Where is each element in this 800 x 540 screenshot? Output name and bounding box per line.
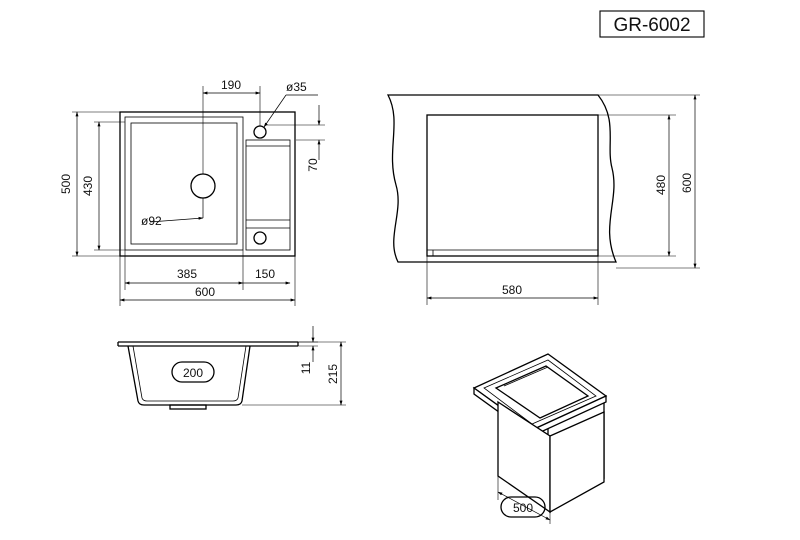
dim-drain: ø92 xyxy=(141,214,162,228)
dim-drainer-width: 150 xyxy=(255,267,275,281)
iso-cutout xyxy=(494,365,590,419)
dim-bowl-width: 385 xyxy=(177,267,197,281)
dim-width-total: 600 xyxy=(195,285,215,299)
dim-drainer-offset: 70 xyxy=(306,158,320,172)
cabinet-view: 480 600 580 xyxy=(386,94,700,305)
model-title: GR-6002 xyxy=(599,10,705,38)
dim-cabinet-min: 500 xyxy=(513,501,533,515)
model-code: GR-6002 xyxy=(613,15,690,36)
dim-depth: 215 xyxy=(326,364,340,384)
iso-view: 500 xyxy=(472,353,608,524)
cutout-opening xyxy=(426,114,599,257)
top-view: 190 ø35 500 430 70 ø92 385 150 xyxy=(59,78,325,306)
dim-rim: 11 xyxy=(299,361,313,374)
iso-dim-badge xyxy=(500,496,546,518)
main-bowl xyxy=(124,116,244,251)
countertop-outline xyxy=(386,94,617,263)
dim-cutout-width: 580 xyxy=(502,283,522,297)
outlet-badge xyxy=(171,361,215,383)
overflow-hole xyxy=(253,231,267,245)
dim-height-total: 500 xyxy=(59,174,73,194)
drain-outlet xyxy=(169,404,207,410)
drainer-board xyxy=(245,139,291,251)
drain-hole xyxy=(190,173,216,199)
sink-outline xyxy=(119,111,296,257)
dim-outlet: 200 xyxy=(183,366,203,380)
dim-height-bowl: 430 xyxy=(81,176,95,196)
dim-hole-offset: 190 xyxy=(221,78,241,92)
tap-hole xyxy=(253,125,267,139)
side-view: 200 11 215 xyxy=(117,326,346,410)
dim-tap-hole: ø35 xyxy=(286,80,307,94)
dim-cabinet-height: 600 xyxy=(680,173,694,193)
dim-cutout-height: 480 xyxy=(654,175,668,195)
